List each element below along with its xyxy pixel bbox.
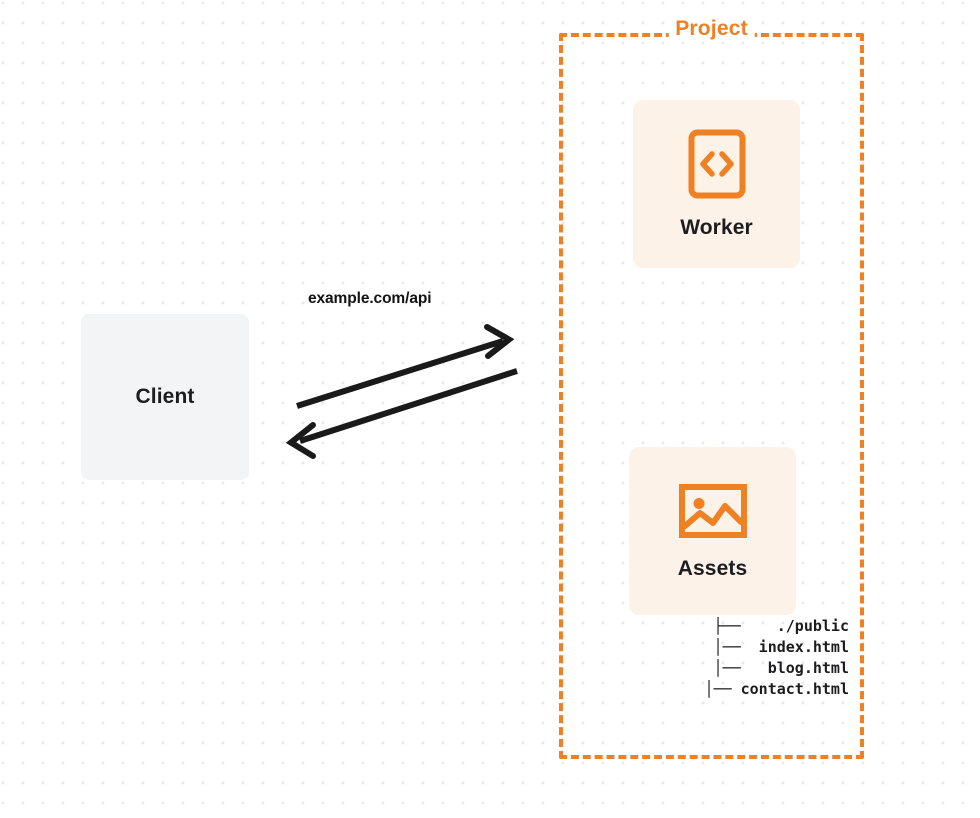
project-title-label: Project xyxy=(668,17,755,41)
worker-card-label: Worker xyxy=(680,216,753,239)
request-url-label: example.com/api xyxy=(308,290,432,307)
response-arrow xyxy=(285,368,518,459)
client-node[interactable]: Client xyxy=(81,314,249,480)
file-tree-row: ├── ./public xyxy=(713,617,849,635)
project-container: Project Worker Assets xyxy=(559,17,864,759)
file-tree-row: │── index.html xyxy=(713,638,849,656)
assets-card[interactable]: Assets xyxy=(629,447,796,615)
file-tree-row: │── blog.html xyxy=(713,659,849,677)
client-node-label: Client xyxy=(135,385,195,408)
assets-card-label: Assets xyxy=(677,557,748,580)
assets-file-tree: ├── ./public │── index.html │── blog.htm… xyxy=(599,616,850,700)
code-brackets-icon xyxy=(687,128,747,200)
file-tree-row: │── contact.html xyxy=(704,680,850,698)
worker-card[interactable]: Worker xyxy=(633,100,800,268)
image-picture-icon xyxy=(678,481,748,541)
request-arrow xyxy=(296,324,515,409)
